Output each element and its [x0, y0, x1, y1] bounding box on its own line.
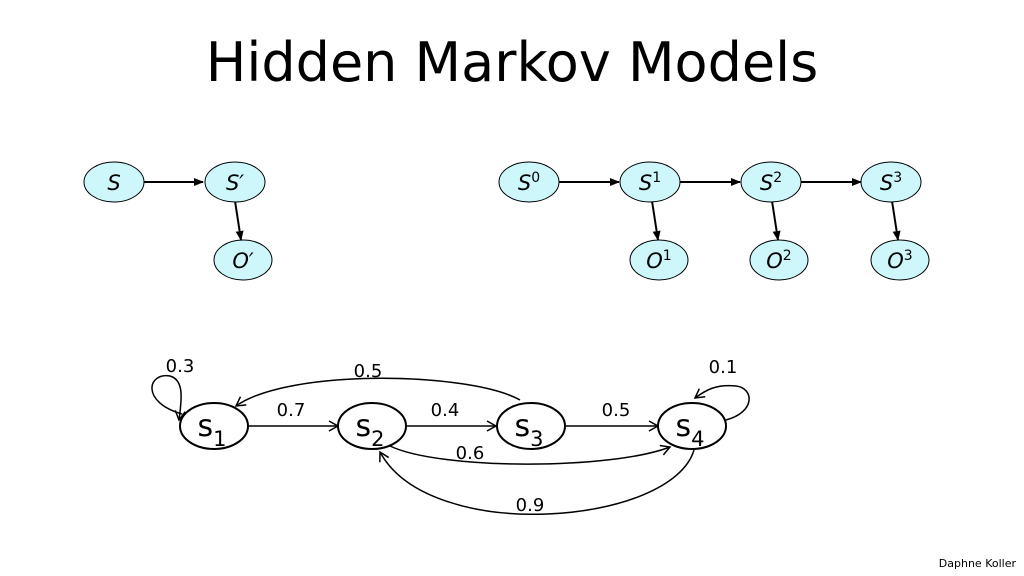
- prob-s2-s4: 0.6: [456, 443, 485, 464]
- slide-title: Hidden Markov Models: [205, 31, 819, 94]
- prob-s4-s4: 0.1: [709, 357, 738, 378]
- node-s3: S3: [860, 161, 922, 203]
- edge-sprime-to-oprime: [234, 200, 244, 241]
- edge-s1-to-o1: [651, 200, 661, 241]
- transition-s2-s4: [389, 444, 672, 465]
- svg-text:O3: O3: [887, 248, 912, 273]
- author-credit: Daphne Koller: [938, 557, 1016, 570]
- state-s1: s1: [179, 402, 249, 451]
- prob-s2-s3: 0.4: [431, 400, 460, 421]
- svg-text:s2: s2: [355, 409, 384, 451]
- node-s: S: [83, 161, 145, 203]
- svg-text:S2: S2: [760, 170, 782, 195]
- state-s3: s3: [496, 402, 566, 451]
- transition-s1-s1: [151, 375, 186, 422]
- node-o-prime: O′: [213, 239, 273, 281]
- svg-text:O1: O1: [646, 248, 671, 273]
- node-s-prime: S′: [204, 161, 266, 203]
- svg-text:S0: S0: [518, 170, 540, 195]
- svg-text:s3: s3: [514, 409, 543, 451]
- transition-s4-s2: [379, 449, 695, 515]
- template-model: S S′ O′: [83, 161, 273, 281]
- prob-s4-s2: 0.9: [516, 495, 545, 516]
- svg-text:S: S: [107, 171, 120, 195]
- node-o1: O1: [629, 239, 689, 281]
- state-s4: s4: [657, 402, 727, 451]
- node-s2: S2: [740, 161, 802, 203]
- node-o3: O3: [870, 239, 930, 281]
- svg-text:s1: s1: [197, 409, 226, 451]
- svg-text:S1: S1: [639, 170, 661, 195]
- svg-text:O2: O2: [766, 248, 791, 273]
- prob-s1-s1: 0.3: [166, 356, 195, 377]
- prob-s1-s2: 0.7: [277, 400, 306, 421]
- unrolled-model: S0 S1 S2 S3 O1 O2 O3: [498, 161, 930, 281]
- node-s1: S1: [619, 161, 681, 203]
- state-machine: 0.3 0.7 0.4 0.6 0.5 0.5 0.1 0.9 s1 s2 s3…: [151, 356, 750, 516]
- node-o2: O2: [749, 239, 809, 281]
- edge-s2-to-o2: [771, 200, 781, 241]
- node-s0: S0: [498, 161, 560, 203]
- svg-text:s4: s4: [675, 409, 704, 451]
- svg-text:S′: S′: [226, 171, 244, 195]
- svg-text:O′: O′: [232, 249, 254, 273]
- prob-s3-s1: 0.5: [354, 361, 383, 382]
- edge-s3-to-o3: [891, 200, 901, 241]
- svg-text:S3: S3: [880, 170, 902, 195]
- transition-s3-s1: [234, 377, 521, 407]
- state-s2: s2: [337, 402, 407, 451]
- transition-s4-s4: [693, 384, 750, 421]
- prob-s3-s4: 0.5: [602, 400, 631, 421]
